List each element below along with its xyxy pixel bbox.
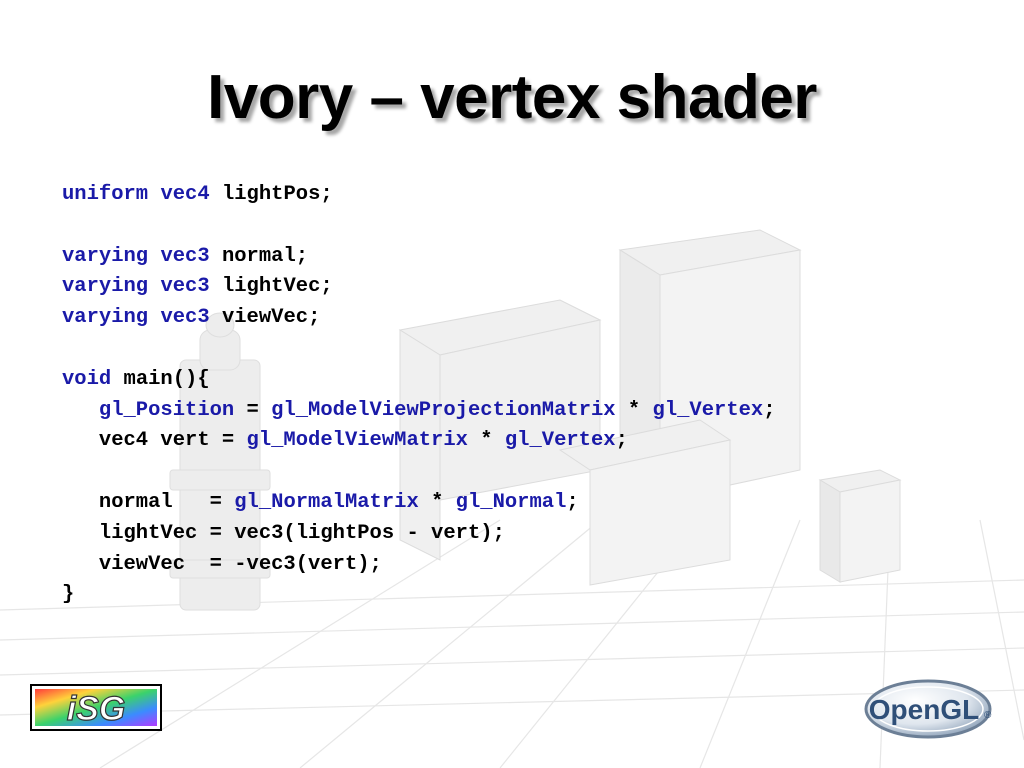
code-text: normal = xyxy=(62,490,235,514)
code-keyword: gl_NormalMatrix xyxy=(234,490,419,514)
slide-title: Ivory – vertex shader xyxy=(207,63,817,132)
code-keyword: gl_ModelViewMatrix xyxy=(246,429,468,453)
opengl-trademark: ® xyxy=(984,710,992,721)
code-text: lightPos; xyxy=(209,183,333,206)
code-line: vec4 vert = gl_ModelViewMatrix * gl_Vert… xyxy=(62,426,776,457)
code-line: varying vec3 viewVec; xyxy=(62,303,776,334)
code-text: ; xyxy=(566,490,579,514)
code-text: main(){ xyxy=(111,367,210,391)
code-text: ; xyxy=(615,429,628,453)
code-line xyxy=(62,211,776,242)
isg-logo: iSG xyxy=(30,684,162,731)
code-line: uniform vec4 lightPos; xyxy=(62,180,776,211)
code-keyword: varying xyxy=(62,275,149,299)
code-text: lightVec = vec3(lightPos - vert); xyxy=(62,521,505,545)
code-text: ; xyxy=(763,398,776,422)
code-keyword: gl_ModelViewProjectionMatrix xyxy=(271,398,616,422)
code-line: viewVec = -vec3(vert); xyxy=(62,550,776,581)
code-text xyxy=(148,275,160,298)
block-shapes xyxy=(398,229,902,586)
code-text: * xyxy=(467,429,505,453)
code-text: } xyxy=(62,583,75,607)
code-keyword: uniform xyxy=(62,183,149,206)
code-line xyxy=(62,457,776,488)
code-line: varying vec3 normal; xyxy=(62,242,776,273)
code-line: gl_Position = gl_ModelViewProjectionMatr… xyxy=(62,396,776,427)
code-line: void main(){ xyxy=(62,365,776,396)
code-text xyxy=(148,306,160,329)
code-keyword: gl_Normal xyxy=(455,490,567,514)
code-keyword: gl_Vertex xyxy=(504,429,616,453)
code-keyword: vec3 xyxy=(160,275,210,299)
code-keyword: vec3 xyxy=(160,244,210,268)
isg-logo-text: iSG xyxy=(67,690,126,728)
code-text: = xyxy=(234,398,272,422)
code-keyword: gl_Position xyxy=(98,398,235,422)
opengl-logo-text: OpenGL xyxy=(869,694,979,725)
tower-shape xyxy=(169,312,271,611)
opengl-logo: OpenGL ® xyxy=(864,679,992,739)
code-text xyxy=(62,399,99,422)
code-block: uniform vec4 lightPos; varying vec3 norm… xyxy=(62,180,776,611)
floor-grid xyxy=(0,519,1024,768)
code-line: varying vec3 lightVec; xyxy=(62,272,776,303)
code-keyword: varying xyxy=(62,244,149,268)
code-text: lightVec; xyxy=(209,275,333,299)
code-text: vec4 vert = xyxy=(62,429,247,453)
code-keyword: void xyxy=(62,367,112,391)
code-line: lightVec = vec3(lightPos - vert); xyxy=(62,519,776,550)
code-keyword: varying xyxy=(62,306,149,330)
code-text: * xyxy=(615,398,653,422)
code-text xyxy=(148,183,160,206)
code-text: viewVec = -vec3(vert); xyxy=(62,552,382,576)
code-line: normal = gl_NormalMatrix * gl_Normal; xyxy=(62,488,776,519)
code-line xyxy=(62,334,776,365)
code-text: * xyxy=(418,490,456,514)
code-line: } xyxy=(62,580,776,611)
code-keyword: vec3 xyxy=(160,306,210,330)
code-keyword: vec4 xyxy=(160,183,210,206)
code-keyword: gl_Vertex xyxy=(652,398,764,422)
code-text: normal; xyxy=(209,244,309,268)
code-text: viewVec; xyxy=(209,306,321,330)
code-text xyxy=(148,245,160,268)
